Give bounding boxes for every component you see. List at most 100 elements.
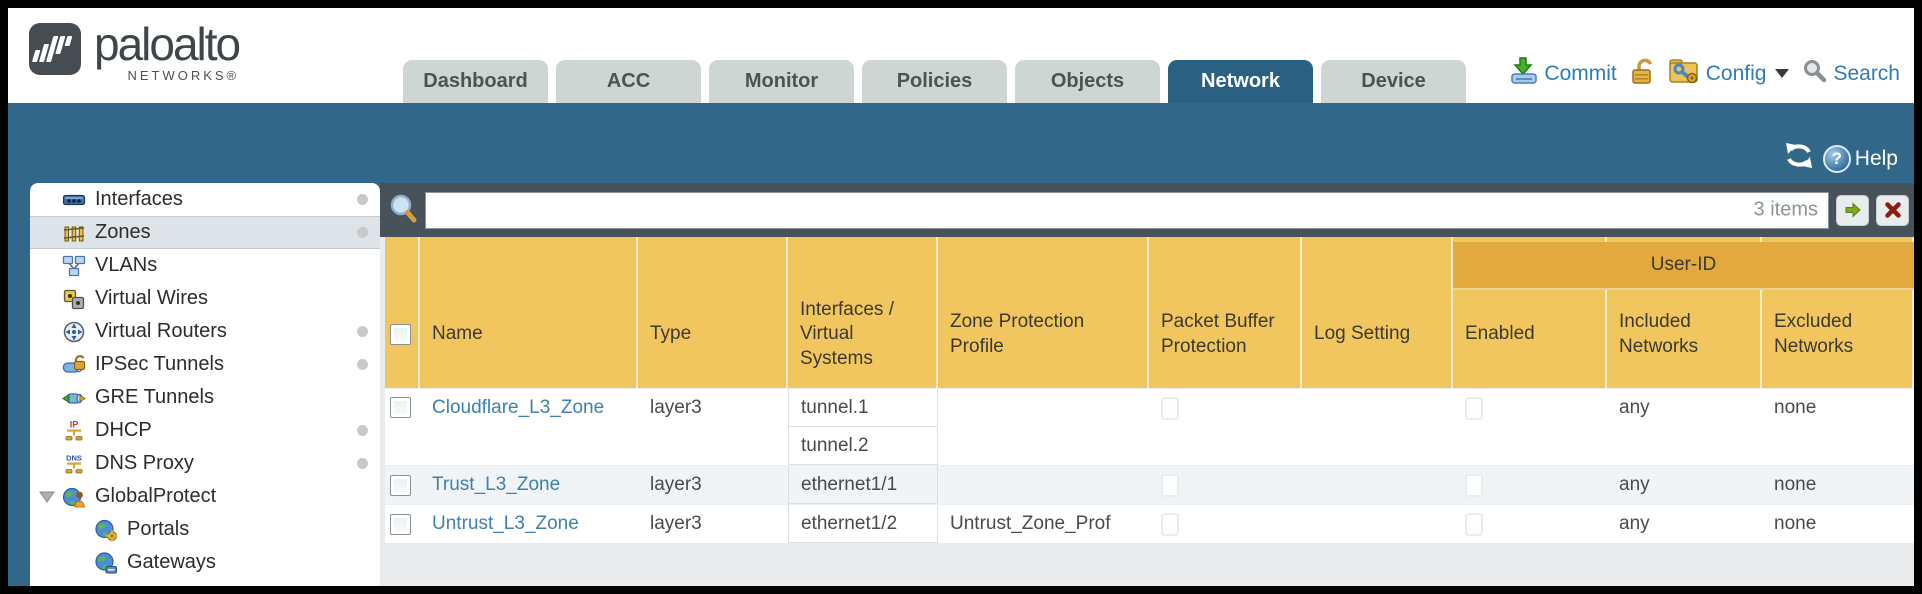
interface-item: tunnel.1 (788, 389, 938, 427)
refresh-button[interactable] (1784, 142, 1814, 175)
status-dot (357, 194, 368, 205)
chevron-down-icon (1775, 69, 1790, 78)
sidebar-item-label: Virtual Wires (95, 287, 208, 309)
row-select-cell (385, 389, 420, 465)
zone-name-cell: Trust_L3_Zone (420, 466, 638, 504)
column-header-name[interactable]: Name (420, 237, 638, 388)
column-header-packet-buffer-protection[interactable]: Packet Buffer Protection (1149, 237, 1302, 388)
sidebar-item-label: Zones (95, 221, 151, 243)
column-header-type[interactable]: Type (638, 237, 788, 388)
tab-network[interactable]: Network (1168, 60, 1313, 103)
status-dot (357, 326, 368, 337)
tab-device[interactable]: Device (1321, 60, 1466, 103)
sidebar-item-portals[interactable]: Portals (30, 513, 380, 546)
sidebar-item-vlans[interactable]: VLANs (30, 249, 380, 282)
gre-tunnels-icon (60, 385, 88, 411)
zone-name-link[interactable]: Cloudflare_L3_Zone (432, 397, 605, 418)
column-header-interfaces[interactable]: Interfaces / Virtual Systems (788, 237, 938, 388)
row-checkbox[interactable] (390, 397, 411, 418)
table-row: Untrust_L3_Zone layer3 ethernet1/2 Untrust_… (385, 504, 1914, 543)
commit-button[interactable]: Commit (1510, 56, 1617, 91)
row-checkbox[interactable] (390, 474, 411, 496)
zone-name-cell: Untrust_L3_Zone (420, 505, 638, 543)
column-header-included-networks[interactable]: Included Networks (1607, 237, 1762, 388)
tab-objects[interactable]: Objects (1015, 60, 1160, 103)
column-header-zone-protection-profile[interactable]: Zone Protection Profile (938, 237, 1149, 388)
packet-buffer-protection-checkbox (1161, 397, 1179, 420)
interface-item: tunnel.2 (788, 427, 938, 465)
header-actions: Commit (1510, 56, 1900, 91)
svg-text:IP: IP (70, 419, 79, 429)
column-header-excluded-networks[interactable]: Excluded Networks (1762, 237, 1914, 388)
zone-name-link[interactable]: Untrust_L3_Zone (432, 513, 579, 534)
sidebar-item-ipsec-tunnels[interactable]: IPSec Tunnels (30, 348, 380, 381)
config-lock-button[interactable] (1630, 57, 1656, 91)
sidebar-item-zones[interactable]: Zones (30, 216, 380, 249)
zones-table-area: Name Type Interfaces / Virtual Systems Z… (380, 237, 1914, 586)
sidebar-item-label: GlobalProtect (95, 485, 217, 507)
filter-bar: 3 items (380, 183, 1914, 237)
zone-interfaces-cell: ethernet1/2 (788, 505, 938, 543)
excluded-networks-cell: none (1774, 513, 1817, 534)
filter-input[interactable] (425, 191, 1829, 229)
help-button[interactable]: ? Help (1822, 144, 1898, 173)
virtual-routers-icon (60, 319, 88, 345)
user-id-enabled-checkbox (1465, 473, 1483, 497)
clear-x-icon (1884, 202, 1901, 218)
sidebar-item-interfaces[interactable]: Interfaces (30, 183, 380, 216)
paloalto-logo-icon (28, 20, 84, 81)
zone-type-cell: layer3 (650, 397, 702, 418)
interfaces-icon (60, 187, 88, 213)
sidebar-item-gre-tunnels[interactable]: GRE Tunnels (30, 381, 380, 414)
tree-expand-caret-icon[interactable] (38, 489, 60, 505)
sidebar-item-label: VLANs (95, 254, 158, 276)
config-menu-button[interactable]: Config (1669, 56, 1790, 91)
global-search-button[interactable]: Search (1802, 58, 1900, 89)
interface-item: ethernet1/1 (788, 466, 938, 504)
included-networks-cell: any (1619, 513, 1650, 534)
column-header-log-setting[interactable]: Log Setting (1302, 237, 1453, 388)
row-checkbox[interactable] (390, 513, 411, 535)
status-dot (357, 458, 368, 469)
zone-type-cell: layer3 (650, 513, 702, 534)
apply-filter-button[interactable] (1836, 194, 1869, 226)
sidebar-item-virtual-routers[interactable]: Virtual Routers (30, 315, 380, 348)
virtual-wires-icon (60, 286, 88, 312)
status-dot (357, 359, 368, 370)
sidebar-item-gateways[interactable]: Gateways (30, 546, 380, 579)
ipsec-tunnels-icon (60, 352, 88, 378)
packet-buffer-protection-checkbox (1161, 512, 1179, 536)
user-id-enabled-checkbox (1465, 512, 1483, 536)
tab-monitor[interactable]: Monitor (709, 60, 854, 103)
tab-dashboard[interactable]: Dashboard (403, 60, 548, 103)
tab-policies[interactable]: Policies (862, 60, 1007, 103)
column-header-enabled[interactable]: Enabled (1453, 237, 1607, 388)
clear-filter-button[interactable] (1876, 194, 1909, 226)
brand-subtitle: NETWORKS® (127, 68, 240, 84)
item-count: 3 items (1753, 198, 1818, 221)
sidebar-item-label: Gateways (127, 551, 216, 573)
zone-protection-profile-cell: Untrust_Zone_Prof (950, 513, 1111, 534)
lock-icon (1630, 57, 1656, 91)
zones-icon (60, 220, 88, 246)
brand-name: paloalto (94, 18, 241, 70)
user-id-group-header: User-ID (1453, 242, 1914, 290)
table-header: Name Type Interfaces / Virtual Systems Z… (385, 237, 1914, 388)
excluded-networks-cell: none (1774, 474, 1817, 495)
status-dot (357, 227, 368, 238)
select-all-checkbox[interactable] (390, 324, 411, 345)
sidebar-item-virtual-wires[interactable]: Virtual Wires (30, 282, 380, 315)
zone-name-link[interactable]: Trust_L3_Zone (432, 474, 561, 495)
sidebar-item-label: Portals (127, 518, 190, 540)
sidebar-item-globalprotect[interactable]: GlobalProtect (30, 480, 380, 513)
sidebar-item-label: Virtual Routers (95, 320, 227, 342)
tab-acc[interactable]: ACC (556, 60, 701, 103)
